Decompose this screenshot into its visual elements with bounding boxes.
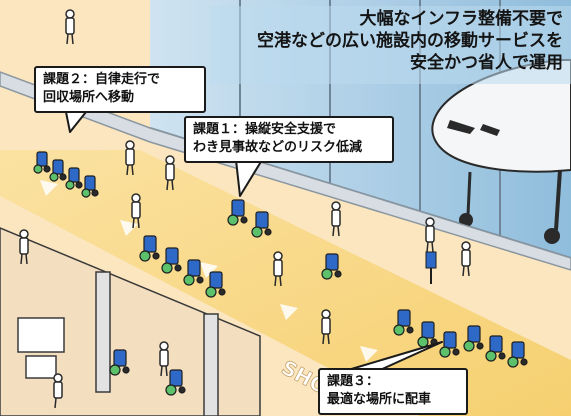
callout-task-2-line-2: 回収場所へ移動 — [43, 90, 135, 105]
shop-front — [0, 227, 261, 416]
callout-task-3-line-1: 課題３： — [327, 374, 380, 389]
pedestrians — [19, 9, 471, 409]
mobility-units — [33, 151, 528, 396]
headline-line-2: 空港などの広い施設内の移動サービスを — [257, 31, 563, 51]
callout-task-3-line-2: 最適な場所に配車 — [327, 392, 432, 407]
callout-task-2: 課題２：自律走行で 回収場所へ移動 — [34, 66, 206, 113]
callout-task-3: 課題３： 最適な場所に配車 — [318, 368, 468, 415]
headline-backdrop — [210, 6, 571, 84]
walkway — [0, 150, 571, 416]
headline-line-3: 安全かつ省人で運用 — [410, 53, 563, 73]
callout-task-2-line-1: 課題２：自律走行で — [43, 72, 161, 87]
callout-task-1: 課題１：操縦安全支援で わき見事故などのリスク低減 — [184, 116, 394, 163]
headline: 大幅なインフラ整備不要で 空港などの広い施設内の移動サービスを 安全かつ省人で運… — [257, 8, 563, 74]
callout-task-1-line-2: わき見事故などのリスク低減 — [193, 140, 363, 155]
headline-line-1: 大幅なインフラ整備不要で — [359, 9, 564, 29]
callout-pointers — [65, 111, 443, 371]
callout-task-1-line-1: 課題１：操縦安全支援で — [193, 122, 337, 137]
shop-counter — [17, 317, 65, 379]
shop-pillars — [95, 271, 219, 416]
info-kiosk — [425, 251, 437, 284]
